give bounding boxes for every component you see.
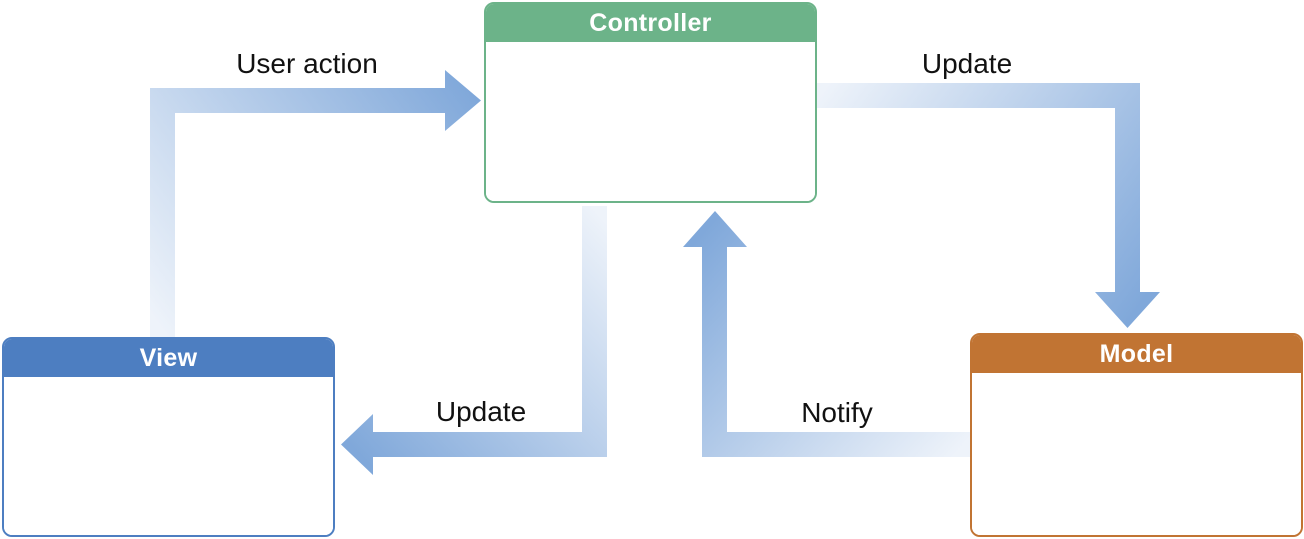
model-node: Model [970, 333, 1303, 537]
edge-update-view-arrow [341, 206, 607, 475]
controller-node: Controller [484, 2, 817, 203]
edge-label-update-view: Update [435, 396, 527, 427]
controller-node-title: Controller [589, 8, 712, 37]
edge-label-user-action: User action [236, 48, 378, 79]
view-node-header: View [4, 339, 333, 377]
view-node: View [2, 337, 335, 537]
view-node-title: View [139, 343, 198, 372]
edge-label-notify: Notify [801, 397, 873, 428]
edge-notify-arrow [683, 211, 970, 457]
controller-node-header: Controller [486, 4, 815, 42]
edge-update-model-arrow [817, 83, 1160, 328]
model-node-body [972, 373, 1301, 535]
edge-user-action-arrow [150, 70, 481, 337]
edge-label-update-model: Update [921, 48, 1013, 79]
view-node-body [4, 377, 333, 535]
model-node-header: Model [972, 335, 1301, 373]
controller-node-body [486, 42, 815, 201]
model-node-title: Model [1099, 339, 1174, 368]
